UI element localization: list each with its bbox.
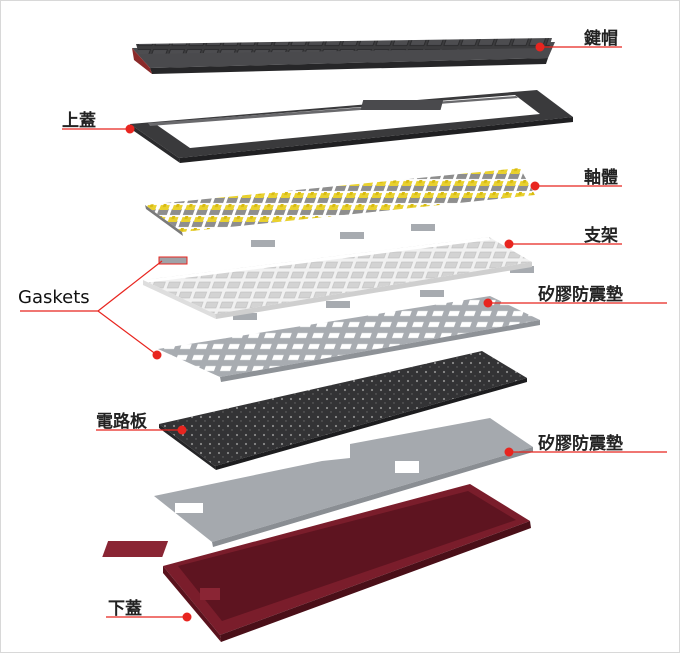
label-top-case: 上蓋 <box>62 111 96 131</box>
pcb-layer <box>159 351 527 470</box>
marker-silicone-pad-1 <box>483 298 493 308</box>
keycaps-layer <box>132 38 555 74</box>
silicone-pad-1-layer <box>158 296 540 382</box>
switches-layer <box>145 168 535 236</box>
silicone-pad-2-layer <box>154 418 533 547</box>
label-plate: 支架 <box>584 226 618 246</box>
label-pcb: 電路板 <box>96 412 147 432</box>
marker-bottom-case <box>182 612 192 622</box>
marker-top-case <box>125 124 135 134</box>
marker-plate <box>504 239 514 249</box>
label-keycaps: 鍵帽 <box>584 29 618 49</box>
label-switches: 軸體 <box>584 168 618 188</box>
leader-lines <box>20 46 667 618</box>
bottom-case-layer <box>102 484 531 642</box>
label-gaskets: Gaskets <box>18 287 90 308</box>
marker-silicone-pad-2 <box>504 447 514 457</box>
marker-keycaps <box>535 42 545 52</box>
gasket-strips-upper <box>158 224 534 320</box>
markers <box>125 42 545 622</box>
label-bottom-case: 下蓋 <box>108 599 142 619</box>
label-silicone-pad-2: 矽膠防震墊 <box>538 434 623 454</box>
plate-layer <box>143 237 532 319</box>
top-case-layer <box>130 90 573 163</box>
label-silicone-pad-1: 矽膠防震墊 <box>538 285 623 305</box>
marker-pcb <box>177 425 187 435</box>
marker-gaskets <box>152 350 162 360</box>
marker-switches <box>530 181 540 191</box>
